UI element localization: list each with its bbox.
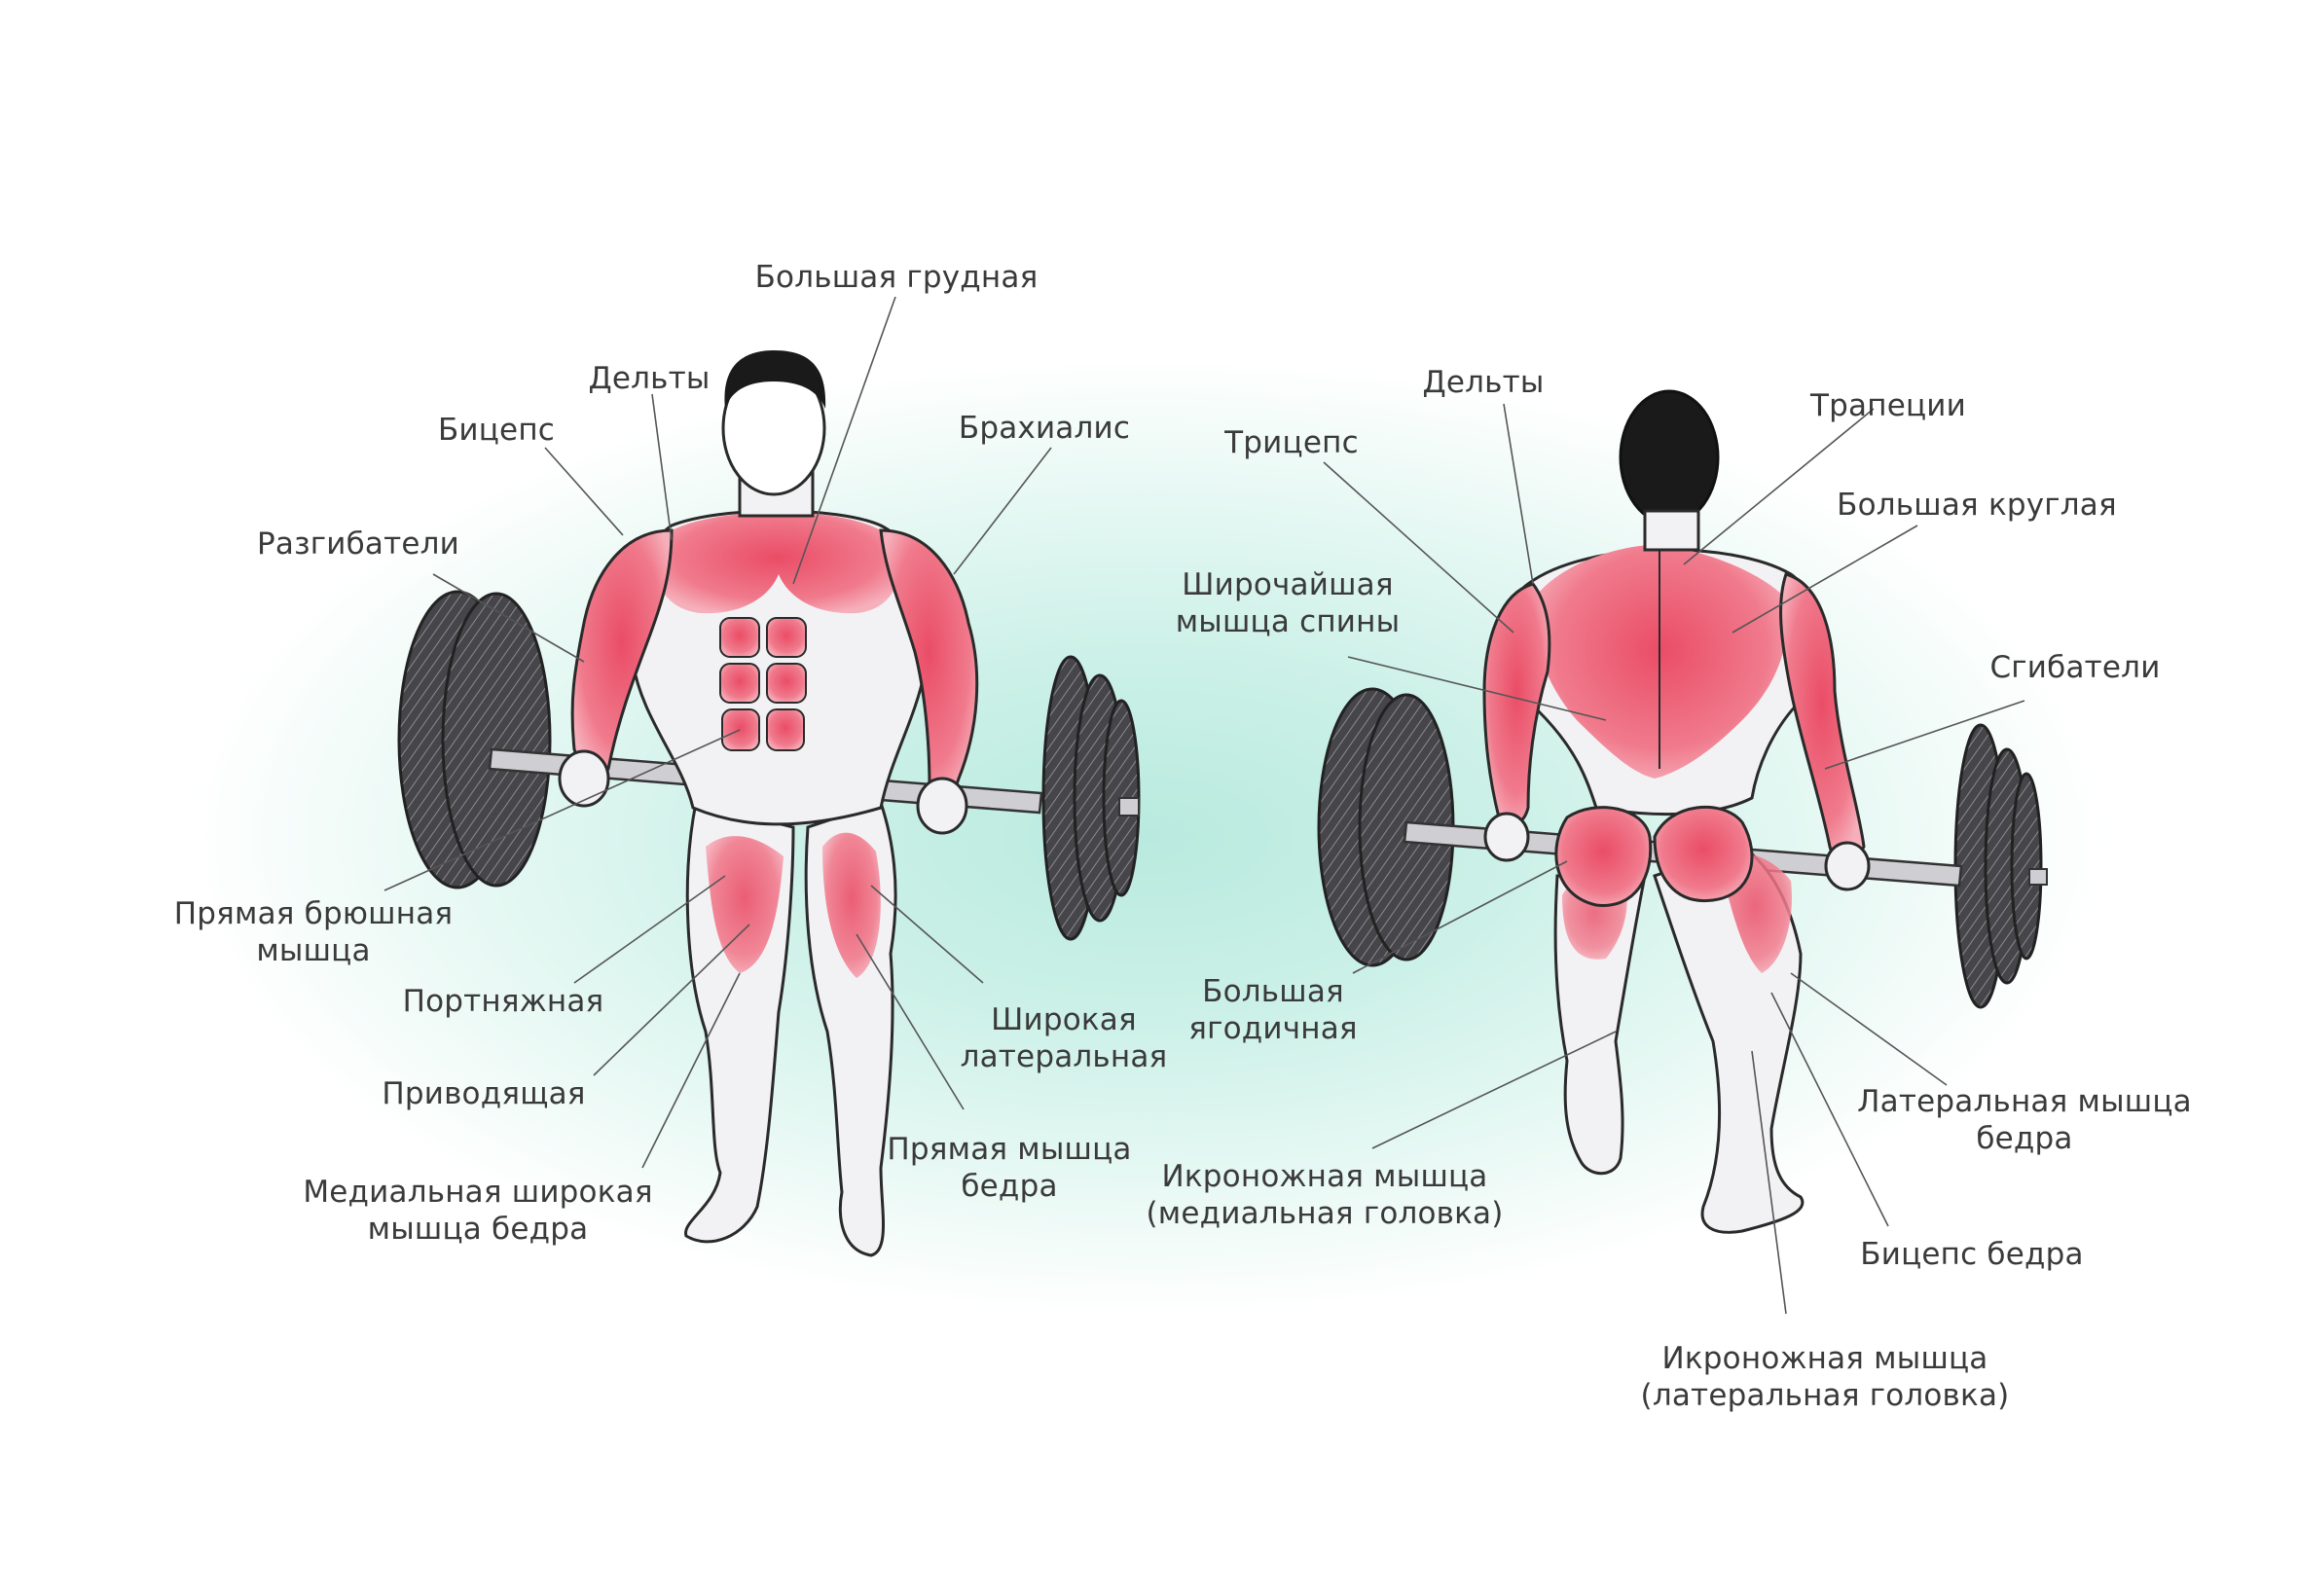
back-lats-traps — [1534, 545, 1787, 779]
back-figure — [1317, 389, 2048, 1234]
back-right-hand — [1824, 841, 1871, 891]
back-left-hand — [1483, 812, 1530, 862]
label-vastus-lateralis: Широкая латеральная — [960, 1002, 1168, 1074]
label-pectoralis: Большая грудная — [754, 260, 1039, 295]
label-flexors: Сгибатели — [1989, 650, 2161, 685]
back-right-glute — [1653, 805, 1754, 903]
front-bar-end — [1118, 797, 1140, 816]
label-trapezius: Трапеции — [1810, 388, 1966, 423]
front-figure — [397, 350, 1141, 1257]
back-head — [1619, 389, 1720, 526]
label-rectus-femoris: Прямая мышца бедра — [887, 1132, 1132, 1204]
label-biceps: Бицепс — [437, 413, 556, 448]
label-gastrocnemius-lateral: Икроножная мышца (латеральная головка) — [1640, 1341, 2010, 1413]
leader-lines — [383, 296, 2025, 1315]
label-teres-major: Большая круглая — [1837, 488, 2117, 523]
front-right-plate — [1041, 655, 1141, 941]
label-biceps-femoris-lateral: Латеральная мышца бедра — [1857, 1084, 2192, 1156]
front-left-quad — [706, 836, 784, 973]
front-left-plate — [397, 590, 552, 889]
label-biceps-femoris: Бицепс бедра — [1860, 1237, 2084, 1272]
back-left-glute — [1554, 806, 1653, 907]
label-brachialis: Брахиалис — [958, 411, 1131, 446]
label-extensors: Разгибатели — [256, 526, 460, 562]
label-back-delts: Дельты — [1422, 365, 1545, 400]
label-rectus-abdominis: Прямая брюшная мышца — [173, 896, 454, 968]
label-gastrocnemius-medial: Икроножная мышца (медиальная головка) — [1146, 1159, 1504, 1231]
front-pecs — [655, 512, 899, 614]
label-latissimus: Широчайшая мышца спины — [1175, 567, 1401, 639]
label-gluteus: Большая ягодичная — [1188, 974, 1358, 1046]
back-right-plate — [1953, 723, 2043, 1009]
front-right-hand — [916, 777, 968, 835]
label-triceps: Трицепс — [1224, 425, 1359, 460]
back-right-arm — [1779, 572, 1866, 863]
front-right-quad — [822, 832, 881, 978]
back-neck — [1643, 509, 1700, 552]
front-left-hand — [558, 749, 610, 808]
label-adductor: Приводящая — [382, 1076, 586, 1111]
label-front-delts: Дельты — [588, 361, 711, 396]
label-sartorius: Портняжная — [402, 984, 604, 1019]
front-abs — [719, 617, 807, 751]
back-bar-end — [2028, 868, 2048, 886]
label-vastus-medialis: Медиальная широкая мышца бедра — [303, 1175, 653, 1247]
front-hair — [724, 350, 826, 409]
